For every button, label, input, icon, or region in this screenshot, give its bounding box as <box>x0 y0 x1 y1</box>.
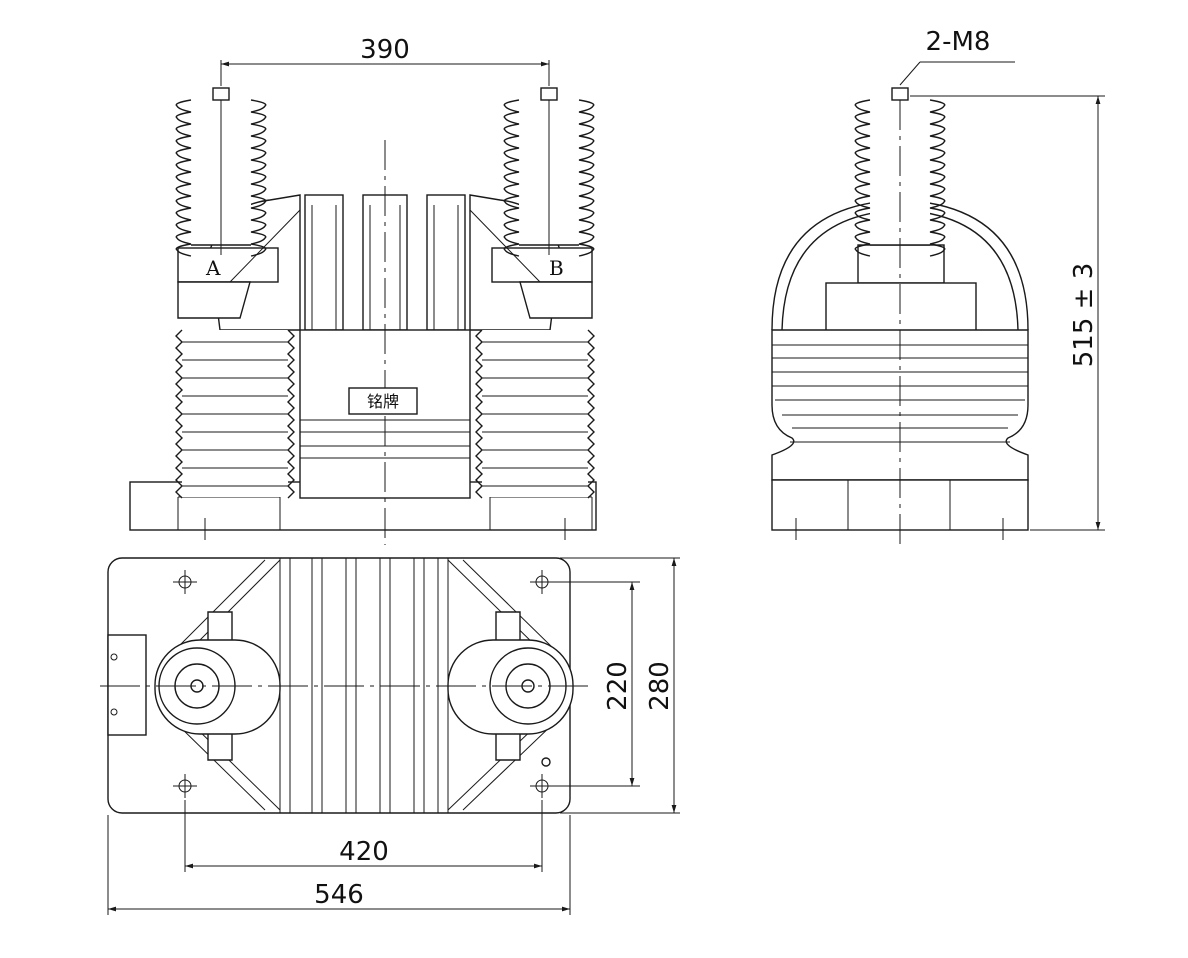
terminal-a-label: A <box>205 256 221 280</box>
plan-view: 220 280 420 546 <box>100 557 680 915</box>
side-view: 2-M8 515 ± 3 <box>771 27 1105 545</box>
dim-inner-width: 420 <box>339 837 389 867</box>
front-view: 铭牌 A B 390 <box>129 35 597 545</box>
dim-outer-depth: 280 <box>645 661 675 711</box>
dim-outer-width: 546 <box>314 880 364 910</box>
dim-top-span: 390 <box>360 35 410 65</box>
dim-height: 515 ± 3 <box>1069 263 1099 367</box>
nameplate-box <box>348 387 418 415</box>
nameplate-label: 铭牌 <box>367 392 399 411</box>
dim-bolt: 2-M8 <box>926 27 991 57</box>
dim-inner-depth: 220 <box>603 661 633 711</box>
terminal-b-label: B <box>549 256 564 280</box>
